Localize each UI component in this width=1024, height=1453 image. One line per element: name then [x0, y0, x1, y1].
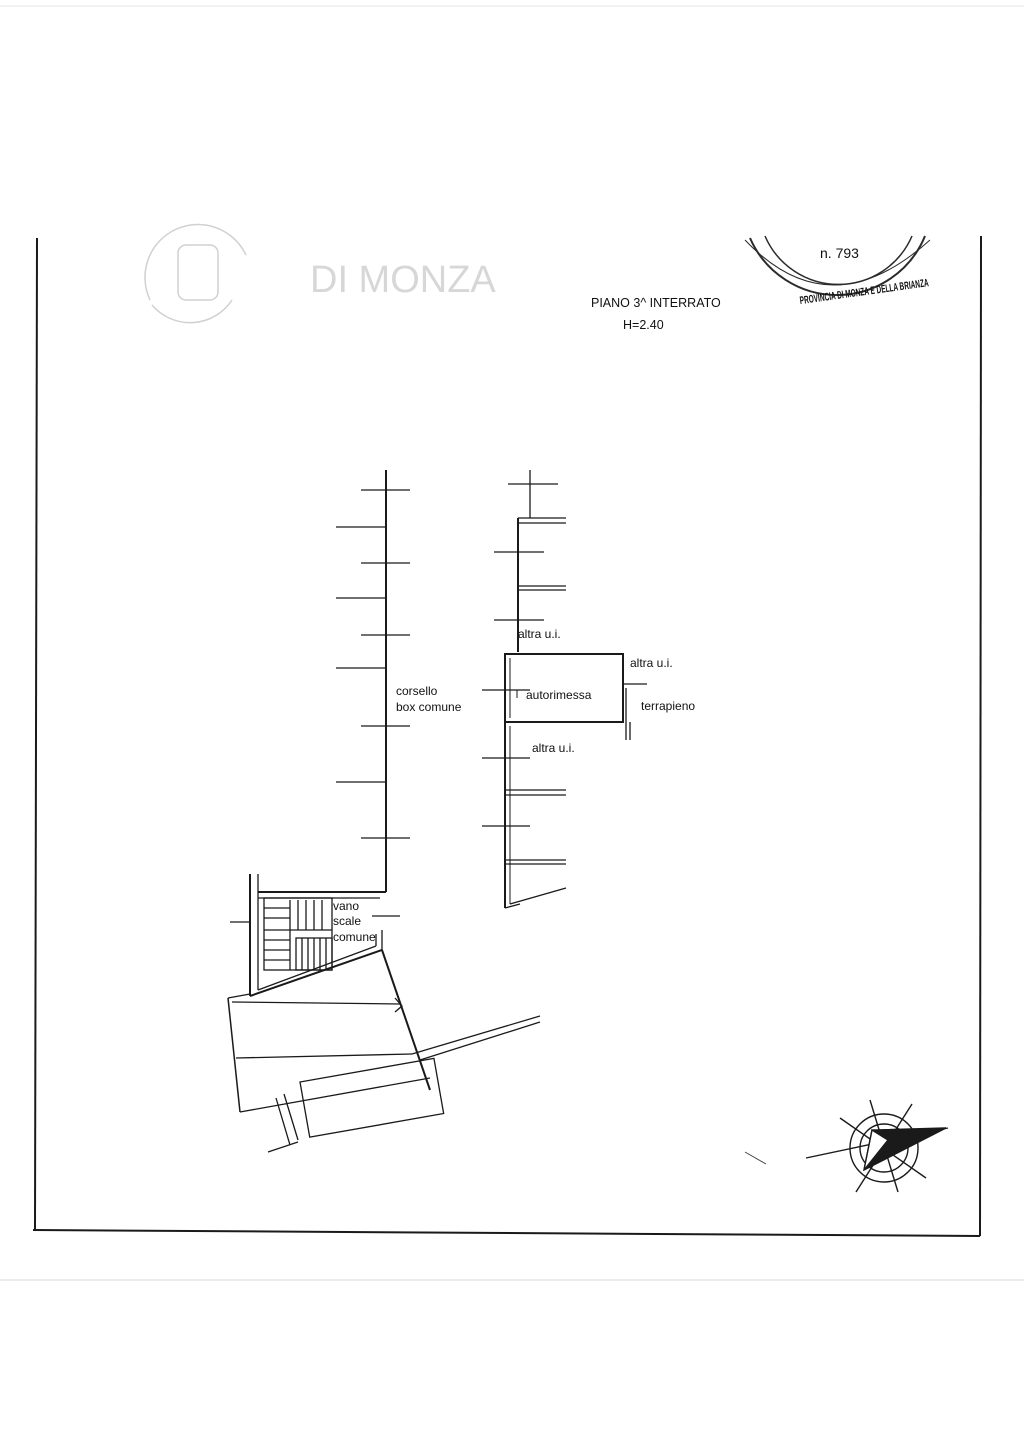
label-terrapieno: terrapieno: [641, 699, 695, 713]
left-stamp-text: DI MONZA: [310, 259, 496, 301]
label-altra-ui-bottom: altra u.i.: [532, 741, 575, 755]
sheet-border: [32, 235, 982, 1237]
label-altra-ui-top: altra u.i.: [518, 627, 561, 641]
autorimessa-box: [482, 653, 647, 740]
room-labels: corsello box comune altra u.i. altra u.i…: [333, 627, 695, 944]
crest-icon: [177, 244, 219, 301]
access-ramp: [227, 949, 541, 1153]
north-arrow-icon: [805, 1099, 949, 1193]
label-vano: vano: [333, 899, 359, 913]
lower-box-column: [482, 722, 567, 909]
right-box-column: [494, 470, 566, 652]
label-box-comune: box comune: [396, 700, 462, 714]
corridor-left-wall: [336, 470, 410, 892]
plan-lines: [227, 470, 647, 1153]
right-stamp: n. 793 PROVINCIA DI MONZA E DELLA BRIANZ…: [744, 235, 931, 307]
label-altra-ui-right: altra u.i.: [630, 656, 673, 670]
left-stamp: DI MONZA: [144, 223, 496, 324]
right-stamp-number: n. 793: [820, 245, 859, 261]
label-corsello: corsello: [396, 684, 438, 698]
plan-height: H=2.40: [623, 318, 664, 332]
label-scale: scale: [333, 914, 361, 928]
label-autorimessa: autorimessa: [526, 688, 592, 702]
stray-mark: [744, 1151, 767, 1165]
plan-title: PIANO 3^ INTERRATO: [591, 296, 721, 310]
stairwell: [230, 874, 400, 997]
label-comune: comune: [333, 930, 376, 944]
